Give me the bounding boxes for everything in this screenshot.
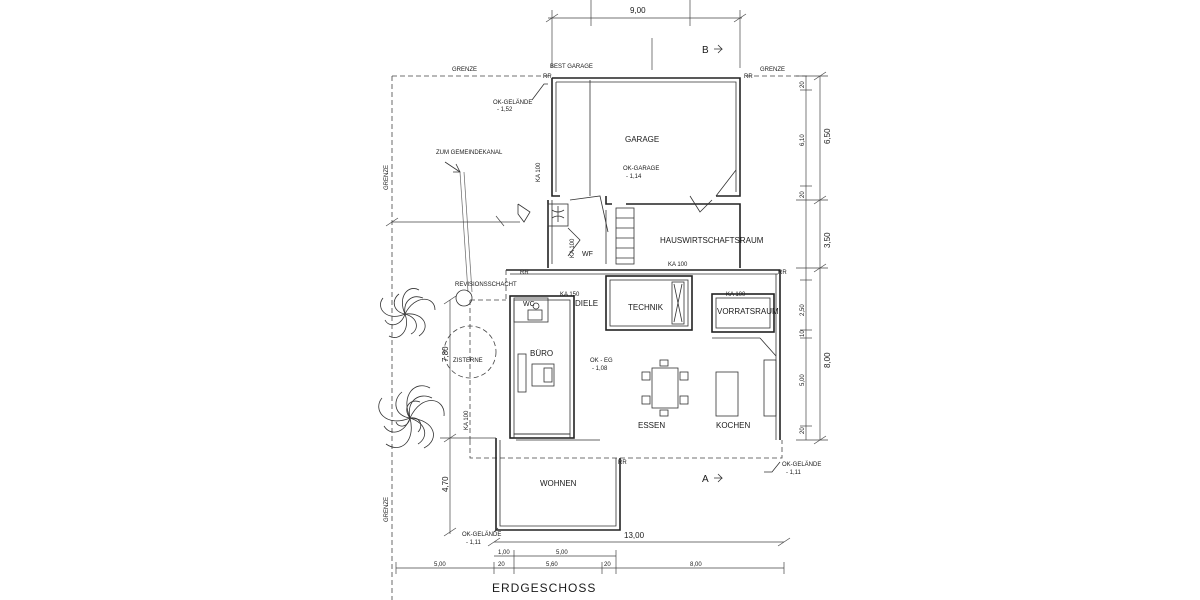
rr-top-left: RR (520, 270, 529, 276)
ok-eg-value: - 1,08 (592, 366, 608, 372)
svg-text:20: 20 (800, 191, 806, 198)
dim-right-bottom: 8,00 (823, 352, 832, 368)
room-essen: ESSEN (638, 421, 665, 430)
ka100-top: KA 100 (668, 262, 688, 268)
dim-right-mid: 3,50 (823, 232, 832, 248)
room-hauswirtschaftsraum: HAUSWIRTSCHAFTSRAUM (660, 236, 764, 245)
ok-eg-label: OK - EG (590, 358, 613, 364)
room-wf: WF (582, 251, 593, 258)
svg-text:1,00: 1,00 (498, 550, 510, 556)
section-a-label: A (702, 474, 709, 485)
ok-gelaende-bottom: OK-GELÄNDE - 1,11 (462, 527, 501, 546)
ka100-wf: KA 100 (570, 238, 576, 258)
grenze-top-left: GRENZE (452, 67, 477, 73)
zisterne-icon (443, 325, 497, 379)
ok-garage-label: OK-GARAGE (623, 166, 659, 172)
right-dimensions: 6,50 3,50 8,00 20 6,10 20 2,50 10 5,00 2… (796, 71, 832, 445)
best-garage-label: BEST GARAGE (550, 64, 593, 70)
ok-gelaende-top: OK-GELÄNDE - 1,52 (493, 83, 548, 113)
svg-text:8,00: 8,00 (690, 562, 702, 568)
dim-right-top: 6,50 (823, 128, 832, 144)
room-wohnen: WOHNEN (540, 479, 577, 488)
svg-text:- 1,11: - 1,11 (466, 540, 482, 546)
dim-left-lower: 4,70 (441, 476, 450, 492)
revisionsschacht-label: REVISIONSSCHACHT (455, 282, 517, 288)
svg-text:- 1,11: - 1,11 (786, 470, 802, 476)
revisionsschacht-icon (455, 289, 473, 307)
dining: ESSEN (638, 359, 689, 430)
ka150-label: KA 150 (560, 292, 580, 298)
wohnen: WOHNEN RR (495, 438, 627, 531)
rr-top-right: RR (778, 270, 787, 276)
dim-left-upper: 7,80 (441, 346, 450, 362)
gemeindekanal-label: ZUM GEMEINDEKANAL (436, 150, 503, 156)
ka100-garage: KA 100 (536, 162, 542, 182)
svg-text:5,00: 5,00 (556, 550, 568, 556)
bottom-dimensions: 13,00 1,00 5,00 5,00 20 5,60 20 8,00 (395, 531, 791, 574)
svg-text:5,00: 5,00 (800, 374, 806, 386)
rr-garage-left: RR (543, 74, 552, 80)
room-garage: GARAGE (625, 135, 659, 144)
section-b-label: B (702, 45, 709, 56)
svg-text:2,50: 2,50 (800, 304, 806, 316)
room-buero: BÜRO (530, 349, 553, 358)
dim-bottom-width: 13,00 (624, 531, 645, 540)
top-dimension: 9,00 B (545, 0, 747, 70)
technik: TECHNIK (605, 275, 693, 331)
room-diele: DIELE (575, 299, 598, 308)
wc: WC KA 150 (513, 292, 580, 323)
room-vorratsraum: VORRATSRAUM (717, 307, 779, 316)
svg-text:20: 20 (800, 427, 806, 434)
room-wc: WC (523, 301, 535, 308)
svg-text:5,60: 5,60 (546, 562, 558, 568)
grenze-left-lower: GRENZE (384, 497, 390, 522)
ok-gelaende-right: OK-GELÄNDE - 1,11 A (702, 461, 821, 485)
svg-text:10: 10 (800, 330, 806, 337)
left-dimensions: 7,80 4,70 (440, 295, 496, 537)
drawing-title: ERDGESCHOSS (492, 581, 596, 595)
rr-garage-right: RR (744, 74, 753, 80)
property-boundary: GRENZE GRENZE GRENZE GRENZE BEST GARAGE … (384, 64, 808, 600)
room-technik: TECHNIK (628, 303, 664, 312)
cistern-area: REVISIONSSCHACHT ZISTERNE KA 100 (443, 282, 517, 430)
grenze-left-upper: GRENZE (384, 165, 390, 190)
svg-text:20: 20 (800, 81, 806, 88)
tree-icon (380, 288, 436, 338)
grenze-top-right: GRENZE (760, 67, 785, 73)
vorratsraum: VORRATSRAUM KA 100 (711, 292, 779, 417)
svg-text:20: 20 (604, 562, 611, 568)
dim-top-width: 9,00 (630, 6, 646, 15)
tree-icon (378, 385, 445, 449)
sewer-line: ZUM GEMEINDEKANAL (385, 150, 520, 293)
office: BÜRO (509, 295, 575, 439)
svg-text:5,00: 5,00 (434, 562, 446, 568)
svg-text:OK-GELÄNDE: OK-GELÄNDE (462, 531, 501, 538)
ka100-left: KA 100 (464, 410, 470, 430)
garage: GARAGE OK-GARAGE - 1,14 KA 100 (536, 77, 741, 197)
room-kochen: KOCHEN (716, 421, 750, 430)
utility-area: HAUSWIRTSCHAFTSRAUM WF KA 100 (517, 195, 764, 268)
ka100-vorrat: KA 100 (726, 292, 746, 298)
zisterne-label: ZISTERNE (453, 358, 483, 364)
ok-garage-value: - 1,14 (626, 174, 642, 180)
diele: DIELE OK - EG - 1,08 (575, 299, 613, 372)
svg-text:- 1,52: - 1,52 (497, 107, 513, 113)
kitchen: KOCHEN (715, 371, 750, 430)
rr-wohnen: RR (618, 460, 627, 466)
svg-text:OK-GELÄNDE: OK-GELÄNDE (782, 461, 821, 468)
svg-text:OK-GELÄNDE: OK-GELÄNDE (493, 99, 532, 106)
svg-text:20: 20 (498, 562, 505, 568)
svg-text:6,10: 6,10 (800, 134, 806, 146)
